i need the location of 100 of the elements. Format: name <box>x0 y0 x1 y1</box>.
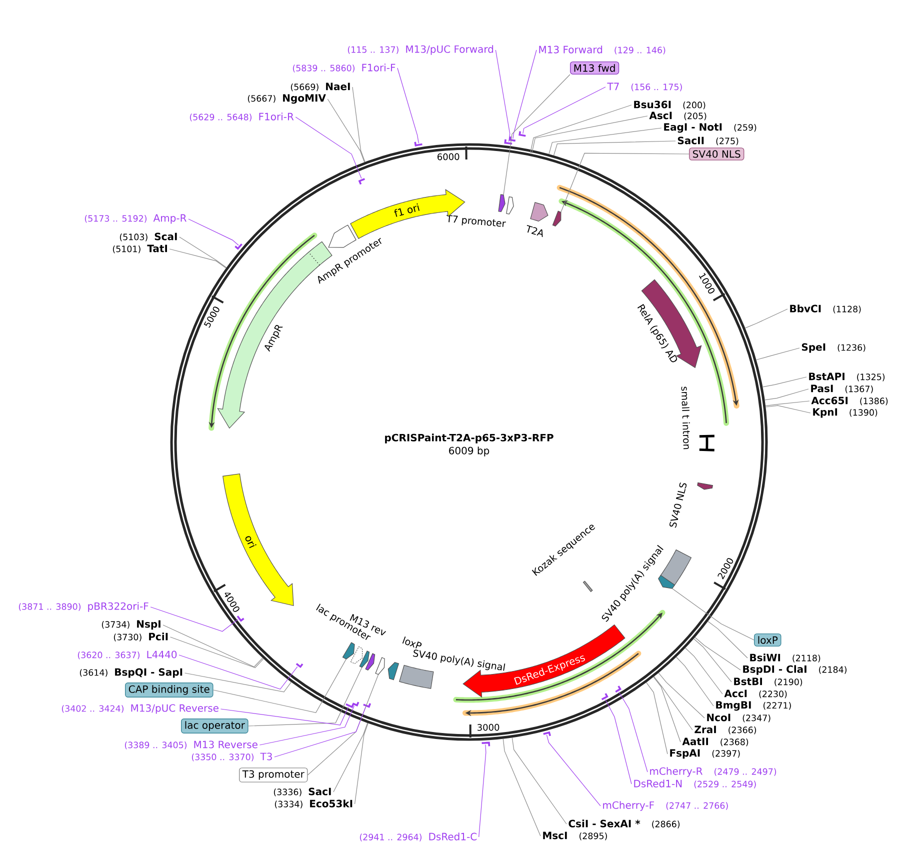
feature-label: T2A <box>526 224 543 238</box>
restriction-site-label: AccI (2230) <box>724 690 787 698</box>
restriction-site-label: SacII (275) <box>678 136 738 146</box>
primer-mark <box>236 616 244 622</box>
leader-line <box>179 236 227 268</box>
primer-mark <box>352 702 360 706</box>
leader-line <box>553 140 676 156</box>
restriction-site-label: PasI (1367) <box>811 384 873 394</box>
primer-mark <box>414 142 422 146</box>
primer-label: (3871 .. 3890) pBR322ori-F <box>18 602 148 612</box>
leader-line <box>274 706 366 758</box>
leader-line <box>765 400 810 406</box>
feature-marker <box>498 194 506 212</box>
leader-line <box>503 74 570 195</box>
leader-line <box>333 722 368 792</box>
primer-mark <box>601 693 608 700</box>
leader-line <box>397 68 419 144</box>
primer-label: (3389 .. 3405) M13 Reverse <box>124 740 258 750</box>
restriction-site-label: AscI (205) <box>649 112 706 120</box>
feature-block <box>399 664 434 689</box>
leader-line <box>560 152 690 212</box>
feature-marker <box>530 202 548 222</box>
primer-mark <box>509 136 516 142</box>
leader-line <box>708 621 748 658</box>
leader-line <box>259 706 354 746</box>
intron-symbol <box>698 434 716 452</box>
primer-label: (2941 .. 2964) DsRed1-C <box>360 832 477 842</box>
leader-line <box>170 636 264 668</box>
primer-mark <box>234 243 242 250</box>
leader-line <box>295 116 362 179</box>
tick-label: 3000 <box>478 724 500 731</box>
primer-mark <box>482 742 490 746</box>
restriction-site-label: MscI (2895) <box>543 832 607 840</box>
feature-marker <box>365 653 376 670</box>
leader-line <box>685 648 723 694</box>
leader-line <box>658 672 705 718</box>
plasmid-length: 6009 bp <box>449 446 490 456</box>
primer-label: mCherry-R (2479 .. 2497) <box>650 767 776 777</box>
leader-line <box>212 659 346 714</box>
restriction-site-label: (5667) NgoMIV <box>248 94 326 104</box>
restriction-site-label: (3336) SacI <box>274 788 331 796</box>
feature-label: small t intron <box>681 386 690 450</box>
primer-label: (3620 .. 3637) L4440 <box>78 650 177 660</box>
feature-tag: CAP binding site <box>125 682 214 698</box>
primer-label: (5173 .. 5192) Amp-R <box>84 214 186 224</box>
tick-label: 6000 <box>438 153 460 160</box>
leader-line <box>548 128 662 154</box>
leader-line <box>646 682 668 754</box>
leader-line <box>512 50 537 139</box>
feature-marker <box>342 642 355 660</box>
leader-line <box>188 218 239 246</box>
primer-label: (115 .. 137) M13/pUC Forward <box>348 45 494 55</box>
leader-line <box>618 692 648 772</box>
feature-tag: lac operator <box>181 718 248 734</box>
leader-line <box>495 50 510 142</box>
leader-line <box>162 624 263 668</box>
restriction-site-label: (5669) NaeI <box>290 82 350 92</box>
restriction-site-label: BspDI - ClaI (2184) <box>743 665 846 675</box>
leader-line <box>184 672 292 692</box>
feature-tag: T3 promoter <box>239 768 308 782</box>
feature-tag: SV40 NLS <box>689 148 744 160</box>
restriction-site-label: Bsu36I (200) <box>634 100 706 110</box>
leader-line <box>220 706 349 726</box>
leader-line <box>150 606 238 632</box>
leader-line <box>178 654 298 690</box>
leader-line <box>546 734 601 806</box>
restriction-site-label: BbvCI (1128) <box>790 304 861 314</box>
feature-marker <box>552 210 562 226</box>
leader-line <box>672 588 754 640</box>
leader-line <box>762 376 807 388</box>
primer-mark <box>615 686 622 693</box>
primer-mark <box>543 731 551 736</box>
feature-marker <box>506 196 514 214</box>
primer-label: (5839 .. 5860) F1ori-F <box>292 64 396 72</box>
primer-mark <box>504 139 512 145</box>
primer-label: T7 (156 .. 175) <box>607 82 682 92</box>
feature-tag: M13 fwd <box>570 61 620 75</box>
leader-line <box>478 744 486 838</box>
feature-tag: loxP <box>754 633 782 647</box>
restriction-site-label: NcoI (2347) <box>707 714 770 722</box>
leader-line <box>653 676 681 742</box>
restriction-site-label: BsiWI (2118) <box>750 654 820 662</box>
leader-line <box>764 388 809 400</box>
restriction-site-label: (3730) PciI <box>114 632 168 642</box>
feature-label: SV40 NLS <box>669 482 687 528</box>
primer-label: (3402 .. 3424) M13/pUC Reverse <box>62 704 218 714</box>
leader-line <box>744 308 788 328</box>
primer-mark <box>518 131 526 137</box>
primer-label: (3350 .. 3370) T3 <box>192 752 272 762</box>
restriction-site-label: SpeI (1236) <box>802 343 866 353</box>
primer-mark <box>296 663 304 668</box>
leader-line <box>693 638 732 682</box>
leader-line <box>502 738 541 836</box>
restriction-site-label: ZraI (2366) <box>694 726 756 734</box>
restriction-site-label: (5101) TatI <box>112 244 167 254</box>
leader-line <box>522 86 606 134</box>
leader-line <box>756 348 800 360</box>
restriction-site-label: Acc65I (1386) <box>811 396 888 406</box>
leader-line <box>694 637 741 670</box>
primer-mark <box>363 703 372 708</box>
